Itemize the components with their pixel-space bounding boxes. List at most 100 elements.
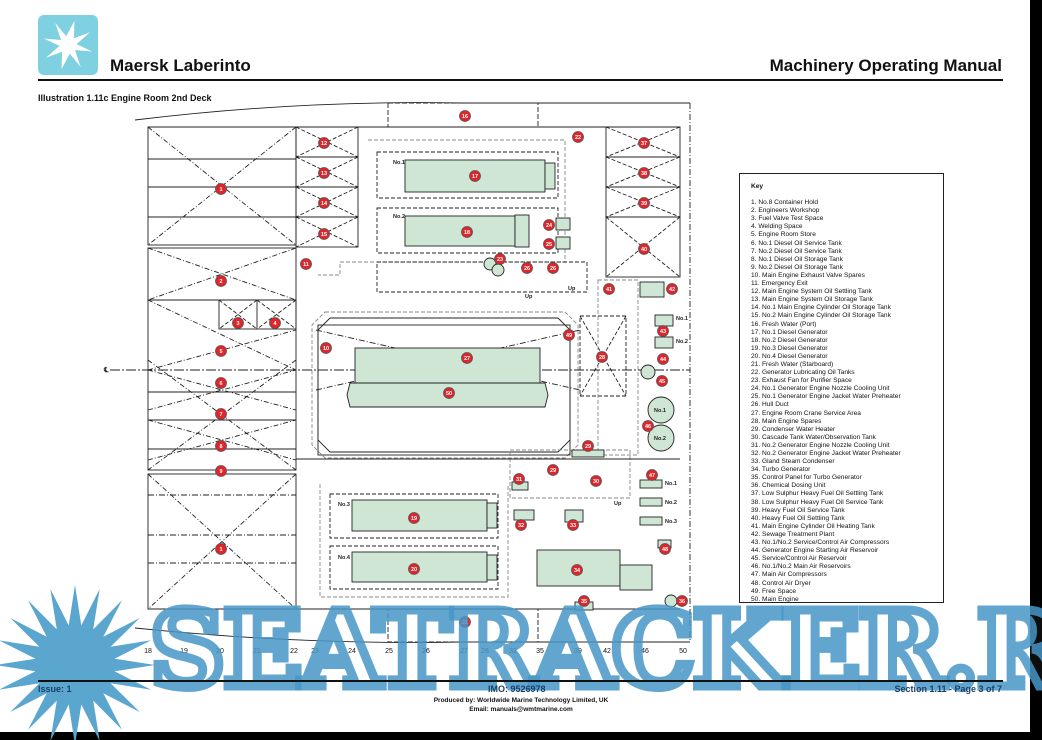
callout-marker: 35 (578, 595, 590, 607)
section-page: Section 1.11 - Page 3 of 7 (894, 684, 1002, 694)
callout-marker: 20 (408, 563, 420, 575)
callout-number: 16 (462, 114, 468, 120)
key-item: 42. Sewage Treatment Plant (751, 530, 835, 538)
key-item: 14. No.1 Main Engine Cylinder Oil Storag… (751, 304, 891, 312)
label-reservoir-no2: No.2 (654, 436, 666, 442)
callout-marker: 40 (638, 243, 650, 255)
callout-marker: 9 (215, 465, 227, 477)
callout-number: 9 (219, 469, 222, 475)
callout-number: 5 (219, 349, 222, 355)
key-item: 19. No.3 Diesel Generator (751, 344, 828, 352)
key-item: 38. Low Sulphur Heavy Fuel Oil Service T… (751, 498, 884, 506)
key-item: 18. No.2 Diesel Generator (751, 336, 828, 344)
callout-number: 36 (679, 599, 685, 605)
callout-marker: 5 (215, 345, 227, 357)
key-item: 47. Main Air Compressors (751, 571, 827, 579)
callout-marker: 12 (318, 137, 330, 149)
callout-marker: 30 (590, 475, 602, 487)
callout-marker: 34 (571, 564, 583, 576)
callout-marker: 27 (461, 352, 473, 364)
callout-marker: 31 (513, 473, 525, 485)
frame-number: 28 (481, 648, 489, 655)
label-no4-generator: No.4 (338, 555, 351, 561)
callout-number: 33 (570, 523, 576, 529)
frame-number: 23 (311, 648, 319, 655)
callout-number: 50 (446, 391, 452, 397)
label-air-compressor-no2: No.2 (665, 500, 677, 506)
callout-marker: 33 (567, 519, 579, 531)
callout-marker: 7 (215, 408, 227, 420)
frame-number: 20 (216, 648, 224, 655)
callout-number: 38 (641, 171, 647, 177)
key-item: 27. Engine Room Crane Service Area (751, 409, 861, 417)
callout-number: 34 (574, 568, 581, 574)
callout-number: 48 (662, 547, 668, 553)
key-item: 41. Main Engine Cylinder Oil Heating Tan… (751, 522, 875, 530)
callout-number: 15 (321, 232, 327, 238)
callout-number: 13 (321, 171, 327, 177)
callout-marker: 24 (543, 219, 555, 231)
callout-marker: 3 (232, 317, 244, 329)
key-item: 12. Main Engine System Oil Settling Tank (751, 288, 872, 296)
callout-number: 17 (472, 174, 478, 180)
frame-number: 32 (509, 648, 517, 655)
callout-marker: 44 (657, 353, 669, 365)
callout-marker: 50 (443, 387, 455, 399)
callout-marker: 48 (659, 543, 671, 555)
issue-number: Issue: 1 (38, 684, 72, 694)
callout-marker: 41 (603, 283, 615, 295)
callout-marker: 42 (666, 283, 678, 295)
frame-number: 21 (253, 648, 261, 655)
callout-marker: 6 (215, 377, 227, 389)
callout-number: 1 (219, 187, 222, 193)
callout-number: 22 (575, 135, 581, 141)
key-item: 30. Cascade Tank Water/Observation Tank (751, 433, 876, 441)
key-item: 45. Service/Control Air Reservoir (751, 555, 847, 563)
callout-marker: 26 (521, 262, 533, 274)
callout-marker: 22 (572, 131, 584, 143)
callout-marker: 38 (638, 167, 650, 179)
callout-number: 46 (645, 424, 651, 430)
callout-number: 14 (321, 201, 328, 207)
callout-marker: 15 (318, 228, 330, 240)
key-item: 43. No.1/No.2 Service/Control Air Compre… (751, 539, 890, 547)
key-title: Key (751, 183, 764, 190)
frame-number: 19 (180, 648, 188, 655)
callout-number: 26 (550, 266, 556, 272)
frame-number: 24 (348, 648, 356, 655)
callout-marker: 29 (547, 464, 559, 476)
label-up-2: Up (525, 294, 533, 300)
callout-marker: 1 (215, 183, 227, 195)
callout-marker: 1 (215, 543, 227, 555)
frame-number: 50 (679, 648, 687, 655)
key-item: 25. No.1 Generator Engine Jacket Water P… (751, 393, 901, 401)
callout-number: 49 (566, 333, 572, 339)
callout-marker: 13 (318, 167, 330, 179)
frame-number: 42 (603, 648, 611, 655)
key-item: 36. Chemical Dosing Unit (751, 482, 826, 490)
key-item: 3. Fuel Valve Test Space (751, 215, 824, 223)
key-item: 46. No.1/No.2 Main Air Reservoirs (751, 563, 851, 571)
callout-marker: 10 (320, 342, 332, 354)
key-item: 28. Main Engine Spares (751, 417, 822, 425)
centerline-symbol: ℄ (103, 366, 109, 374)
callout-marker: 32 (515, 519, 527, 531)
callout-number: 47 (649, 473, 655, 479)
contact-email[interactable]: Email: manuals@wmtmarine.com (469, 706, 573, 713)
callout-number: 43 (660, 329, 666, 335)
callout-number: 18 (464, 230, 470, 236)
key-item: 40. Heavy Fuel Oil Settling Tank (751, 514, 845, 522)
callout-marker: 16 (459, 110, 471, 122)
key-item: 7. No.2 Diesel Oil Service Tank (751, 247, 842, 255)
callout-marker: 29 (582, 440, 594, 452)
callout-marker: 11 (300, 258, 312, 270)
callout-number: 29 (585, 444, 591, 450)
maersk-star-logo (38, 15, 98, 75)
key-item: 35. Control Panel for Turbo Generator (751, 474, 862, 482)
callout-marker: 21 (459, 616, 471, 628)
frame-number: 46 (641, 648, 649, 655)
key-item: 13. Main Engine System Oil Storage Tank (751, 296, 873, 304)
